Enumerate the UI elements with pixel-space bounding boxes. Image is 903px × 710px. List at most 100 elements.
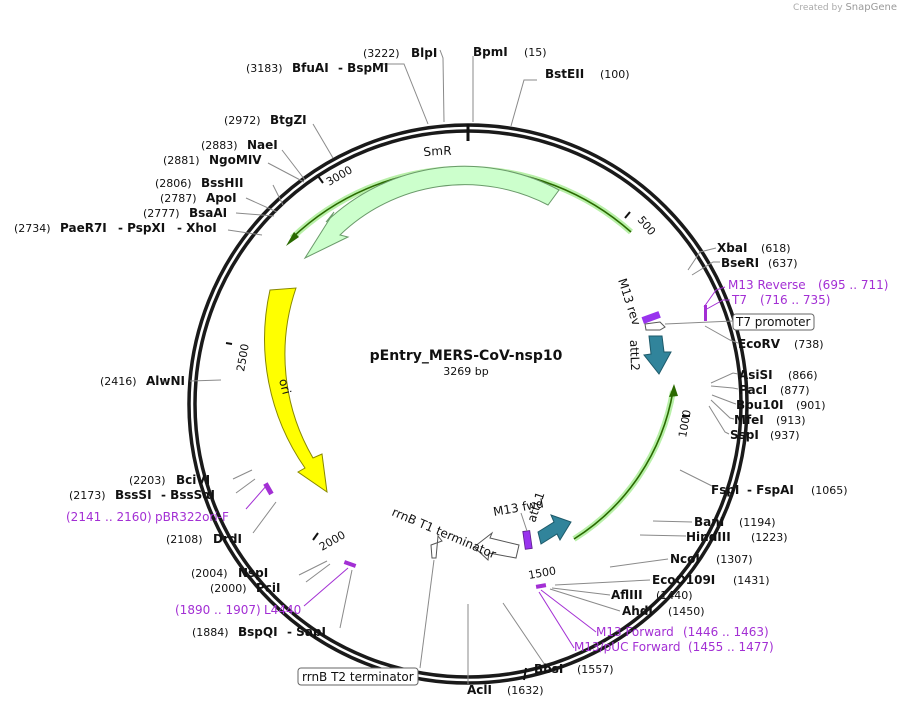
tick-1500: 1500: [527, 564, 557, 582]
m13rev-label: M13 rev: [615, 277, 643, 328]
pos-btgzi: (2972): [224, 114, 261, 127]
site-afliii: AflIII: [611, 588, 643, 602]
pbr322ori-primer-mark: [263, 482, 274, 496]
primer-l4440: L4440: [264, 603, 301, 617]
primer-t7-range: (716 .. 735): [760, 293, 830, 307]
pos-ecoo109i: (1431): [733, 574, 770, 587]
primer-m13-forward: M13 Forward: [596, 625, 674, 639]
primer-m13-reverse: M13 Reverse: [728, 278, 806, 292]
site-sapi: - SapI: [287, 625, 326, 639]
plasmid-length: 3269 bp: [443, 365, 488, 378]
pos-asisi: (866): [788, 369, 818, 382]
m13rev-feature: [641, 311, 661, 324]
site-bspqi: BspQI: [238, 625, 278, 639]
tick-500: 500: [635, 214, 658, 238]
rrnbt2-feature: [430, 534, 443, 559]
site-paci: PacI: [739, 383, 767, 397]
pos-bspqi: (1884): [192, 626, 229, 639]
orf-arrow-right: [669, 384, 678, 397]
pos-nspi: (2004): [191, 567, 228, 580]
snapgene-logo: SnapGene: [845, 2, 897, 13]
pos-fspi: (1065): [811, 484, 848, 497]
site-ecoo109i: EcoO109I: [652, 573, 715, 587]
pos-alwni: (2416): [100, 375, 137, 388]
l4440-primer-mark: [343, 560, 357, 568]
tick-1000: 1000: [676, 409, 694, 439]
site-blpi: BlpI: [411, 46, 437, 60]
credit-prefix: Created by: [793, 3, 843, 13]
site-bani: BanI: [694, 515, 724, 529]
pos-bbsi: (1557): [577, 663, 614, 676]
site-nspi: NspI: [238, 566, 268, 580]
site-bsssi: BssSI: [115, 488, 152, 502]
pos-pcii: (2000): [210, 582, 247, 595]
site-ahdi: AhdI: [622, 604, 653, 618]
site-paer7i: PaeR7I: [60, 221, 107, 235]
pos-ngomiv: (2881): [163, 154, 200, 167]
pos-ecorv: (738): [794, 338, 824, 351]
primer-m13-puc-forward: M13/pUC Forward: [574, 640, 681, 654]
site-bpmi: BpmI: [473, 45, 508, 59]
snapgene-credit: Created by SnapGene: [793, 2, 897, 13]
site-asisi: AsiSI: [739, 368, 773, 382]
site-bpu10i: Bpu10I: [736, 398, 783, 412]
plasmid-name: pEntry_MERS-CoV-nsp10: [370, 348, 563, 364]
pos-bpu10i: (901): [796, 399, 826, 412]
site-fspi: FspI: [711, 483, 739, 497]
site-sspi: SspI: [730, 428, 759, 442]
attl1-feature: [537, 514, 572, 545]
tick-2500: 2500: [234, 343, 252, 373]
pos-naei: (2883): [201, 139, 238, 152]
site-pcii: PciI: [256, 581, 281, 595]
primer-t7: T7: [731, 293, 747, 307]
site-bspmi: - BspMI: [338, 61, 388, 75]
primer-l4440-range: (1890 .. 1907): [175, 603, 261, 617]
pos-paci: (877): [780, 384, 810, 397]
smr-label: SmR: [423, 144, 452, 159]
pos-bsaai: (2777): [143, 207, 180, 220]
pos-blpi: (3222): [363, 47, 400, 60]
site-bsaai: BsaAI: [189, 206, 227, 220]
orf-arrow-top: [286, 232, 299, 246]
smr-feature: [303, 165, 560, 260]
site-bfuai: BfuAI: [292, 61, 329, 75]
pos-mfei: (913): [776, 414, 806, 427]
primer-m13-reverse-range: (695 .. 711): [818, 278, 888, 292]
pos-sspi: (937): [770, 429, 800, 442]
pos-ncoi: (1307): [716, 553, 753, 566]
pos-drdi: (2108): [166, 533, 203, 546]
site-ngomiv: NgoMIV: [209, 153, 262, 167]
pos-bani: (1194): [739, 516, 776, 529]
site-bseri: BseRI: [721, 256, 759, 270]
site-mfei: MfeI: [734, 413, 764, 427]
site-bsssai: - BssSαI: [161, 488, 215, 502]
rrnbt2-label: rrnB T2 terminator: [302, 670, 414, 684]
t7promoter-box: [732, 313, 815, 331]
tick-3000: 3000: [324, 163, 355, 188]
orf-line-right: [572, 390, 676, 542]
rrnbt1-label: rrnB T1 terminator: [390, 505, 498, 562]
pos-bsshii: (2806): [155, 177, 192, 190]
pos-bsssi: (2173): [69, 489, 106, 502]
site-ncoi: NcoI: [670, 552, 700, 566]
t7-feature: [644, 321, 666, 331]
pos-acli: (1632): [507, 684, 544, 697]
site-hindiii: HindIII: [686, 530, 731, 544]
pos-ahdi: (1450): [668, 605, 705, 618]
site-pspxi: - PspXI: [118, 221, 165, 235]
primer-pbr322ori-f: pBR322ori-F: [155, 510, 229, 524]
ori-feature: [264, 287, 328, 494]
pos-apoi: (2787): [160, 192, 197, 205]
t7promoter-label: T7 promoter: [735, 315, 811, 329]
attl2-feature: [643, 335, 672, 375]
attl2-label: attL2: [627, 340, 642, 372]
site-ecorv: EcoRV: [738, 337, 781, 351]
rrnbt1-feature: [473, 531, 520, 562]
primer-m13-puc-forward-range: (1455 .. 1477): [688, 640, 774, 654]
pos-bpmi: (15): [524, 46, 547, 59]
primer-m13-forward-range: (1446 .. 1463): [683, 625, 769, 639]
pos-bcivi: (2203): [129, 474, 166, 487]
m13-reverse-primer-mark: [704, 305, 707, 321]
site-xbai: XbaI: [717, 241, 747, 255]
